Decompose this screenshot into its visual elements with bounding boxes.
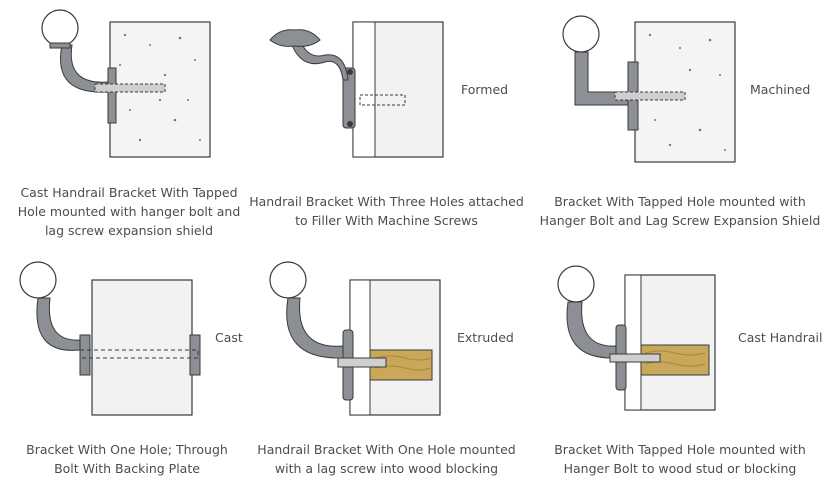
- concrete-aggregate: [648, 33, 726, 151]
- handrail-circle: [19, 261, 57, 299]
- bracket-flange: [79, 334, 91, 376]
- bracket-type-label: Cast Handrail: [738, 330, 823, 345]
- handrail-circle: [41, 9, 79, 47]
- wall: [91, 279, 193, 416]
- diagram-caption: Handrail Bracket With Three Holes attach…: [249, 194, 524, 228]
- diagram-caption: Bracket With Tapped Hole mounted with Ha…: [539, 194, 821, 228]
- diagram-caption: Handrail Bracket With One Hole mounted w…: [257, 442, 516, 476]
- hanger-bolt: [614, 91, 686, 101]
- handrail-circle: [562, 15, 600, 53]
- screw-head: [347, 69, 353, 75]
- bracket-type-label: Cast: [215, 330, 243, 345]
- handrail-circle: [557, 265, 595, 303]
- filler-plate: [352, 21, 376, 158]
- hanger-bolt: [609, 353, 661, 363]
- cast-handrail-bracket-wood-stud-drawing: [557, 265, 716, 411]
- diagram-panel-5: Extruded Handrail Bracket With One Hole …: [240, 250, 530, 480]
- diagram-panel-4: Cast Bracket With One Hole; Through Bolt…: [0, 250, 260, 480]
- cast-bracket-tapped-hole-drawing: [41, 9, 211, 158]
- hanger-bolt: [94, 83, 166, 93]
- bracket-flange: [342, 67, 356, 129]
- diagram-panel-3: Machined Bracket With Tapped Hole mounte…: [530, 0, 830, 245]
- through-bolt: [79, 349, 199, 359]
- cast-bracket-through-bolt-drawing: [19, 261, 201, 416]
- rail-saddle: [49, 42, 71, 49]
- formed-bracket-drawing: [269, 21, 444, 158]
- bracket-arm: [289, 39, 349, 81]
- diagram-panel-6: Cast Handrail Bracket With Tapped Hole m…: [530, 250, 830, 480]
- bracket-type-label: Extruded: [457, 330, 514, 345]
- diagram-panel-1: Cast Handrail Bracket With Tapped Hole m…: [0, 0, 280, 245]
- bracket-arm: [36, 297, 81, 351]
- bracket-arm: [286, 297, 344, 359]
- lag-screw: [337, 357, 387, 368]
- screw-head: [347, 121, 353, 127]
- wallboard: [624, 274, 642, 411]
- formed-handrail: [269, 29, 321, 47]
- bracket-type-label: Formed: [461, 82, 509, 97]
- bracket-flange: [107, 67, 117, 124]
- diagram-caption: Bracket With One Hole; Through Bolt With…: [26, 442, 228, 476]
- extruded-bracket-wood-blocking-drawing: [269, 261, 441, 416]
- diagram-caption: Bracket With Tapped Hole mounted with Ha…: [554, 442, 806, 476]
- concrete-aggregate: [119, 33, 201, 142]
- machine-screw: [359, 94, 406, 106]
- handrail-circle: [269, 261, 307, 299]
- machined-bracket-drawing: [562, 15, 736, 163]
- diagram-caption: Cast Handrail Bracket With Tapped Hole m…: [17, 185, 241, 238]
- backing-plate: [189, 334, 201, 376]
- bracket-arm: [566, 301, 617, 359]
- bracket-type-label: Machined: [750, 82, 811, 97]
- diagram-panel-2: Formed Handrail Bracket With Three Holes…: [240, 0, 530, 245]
